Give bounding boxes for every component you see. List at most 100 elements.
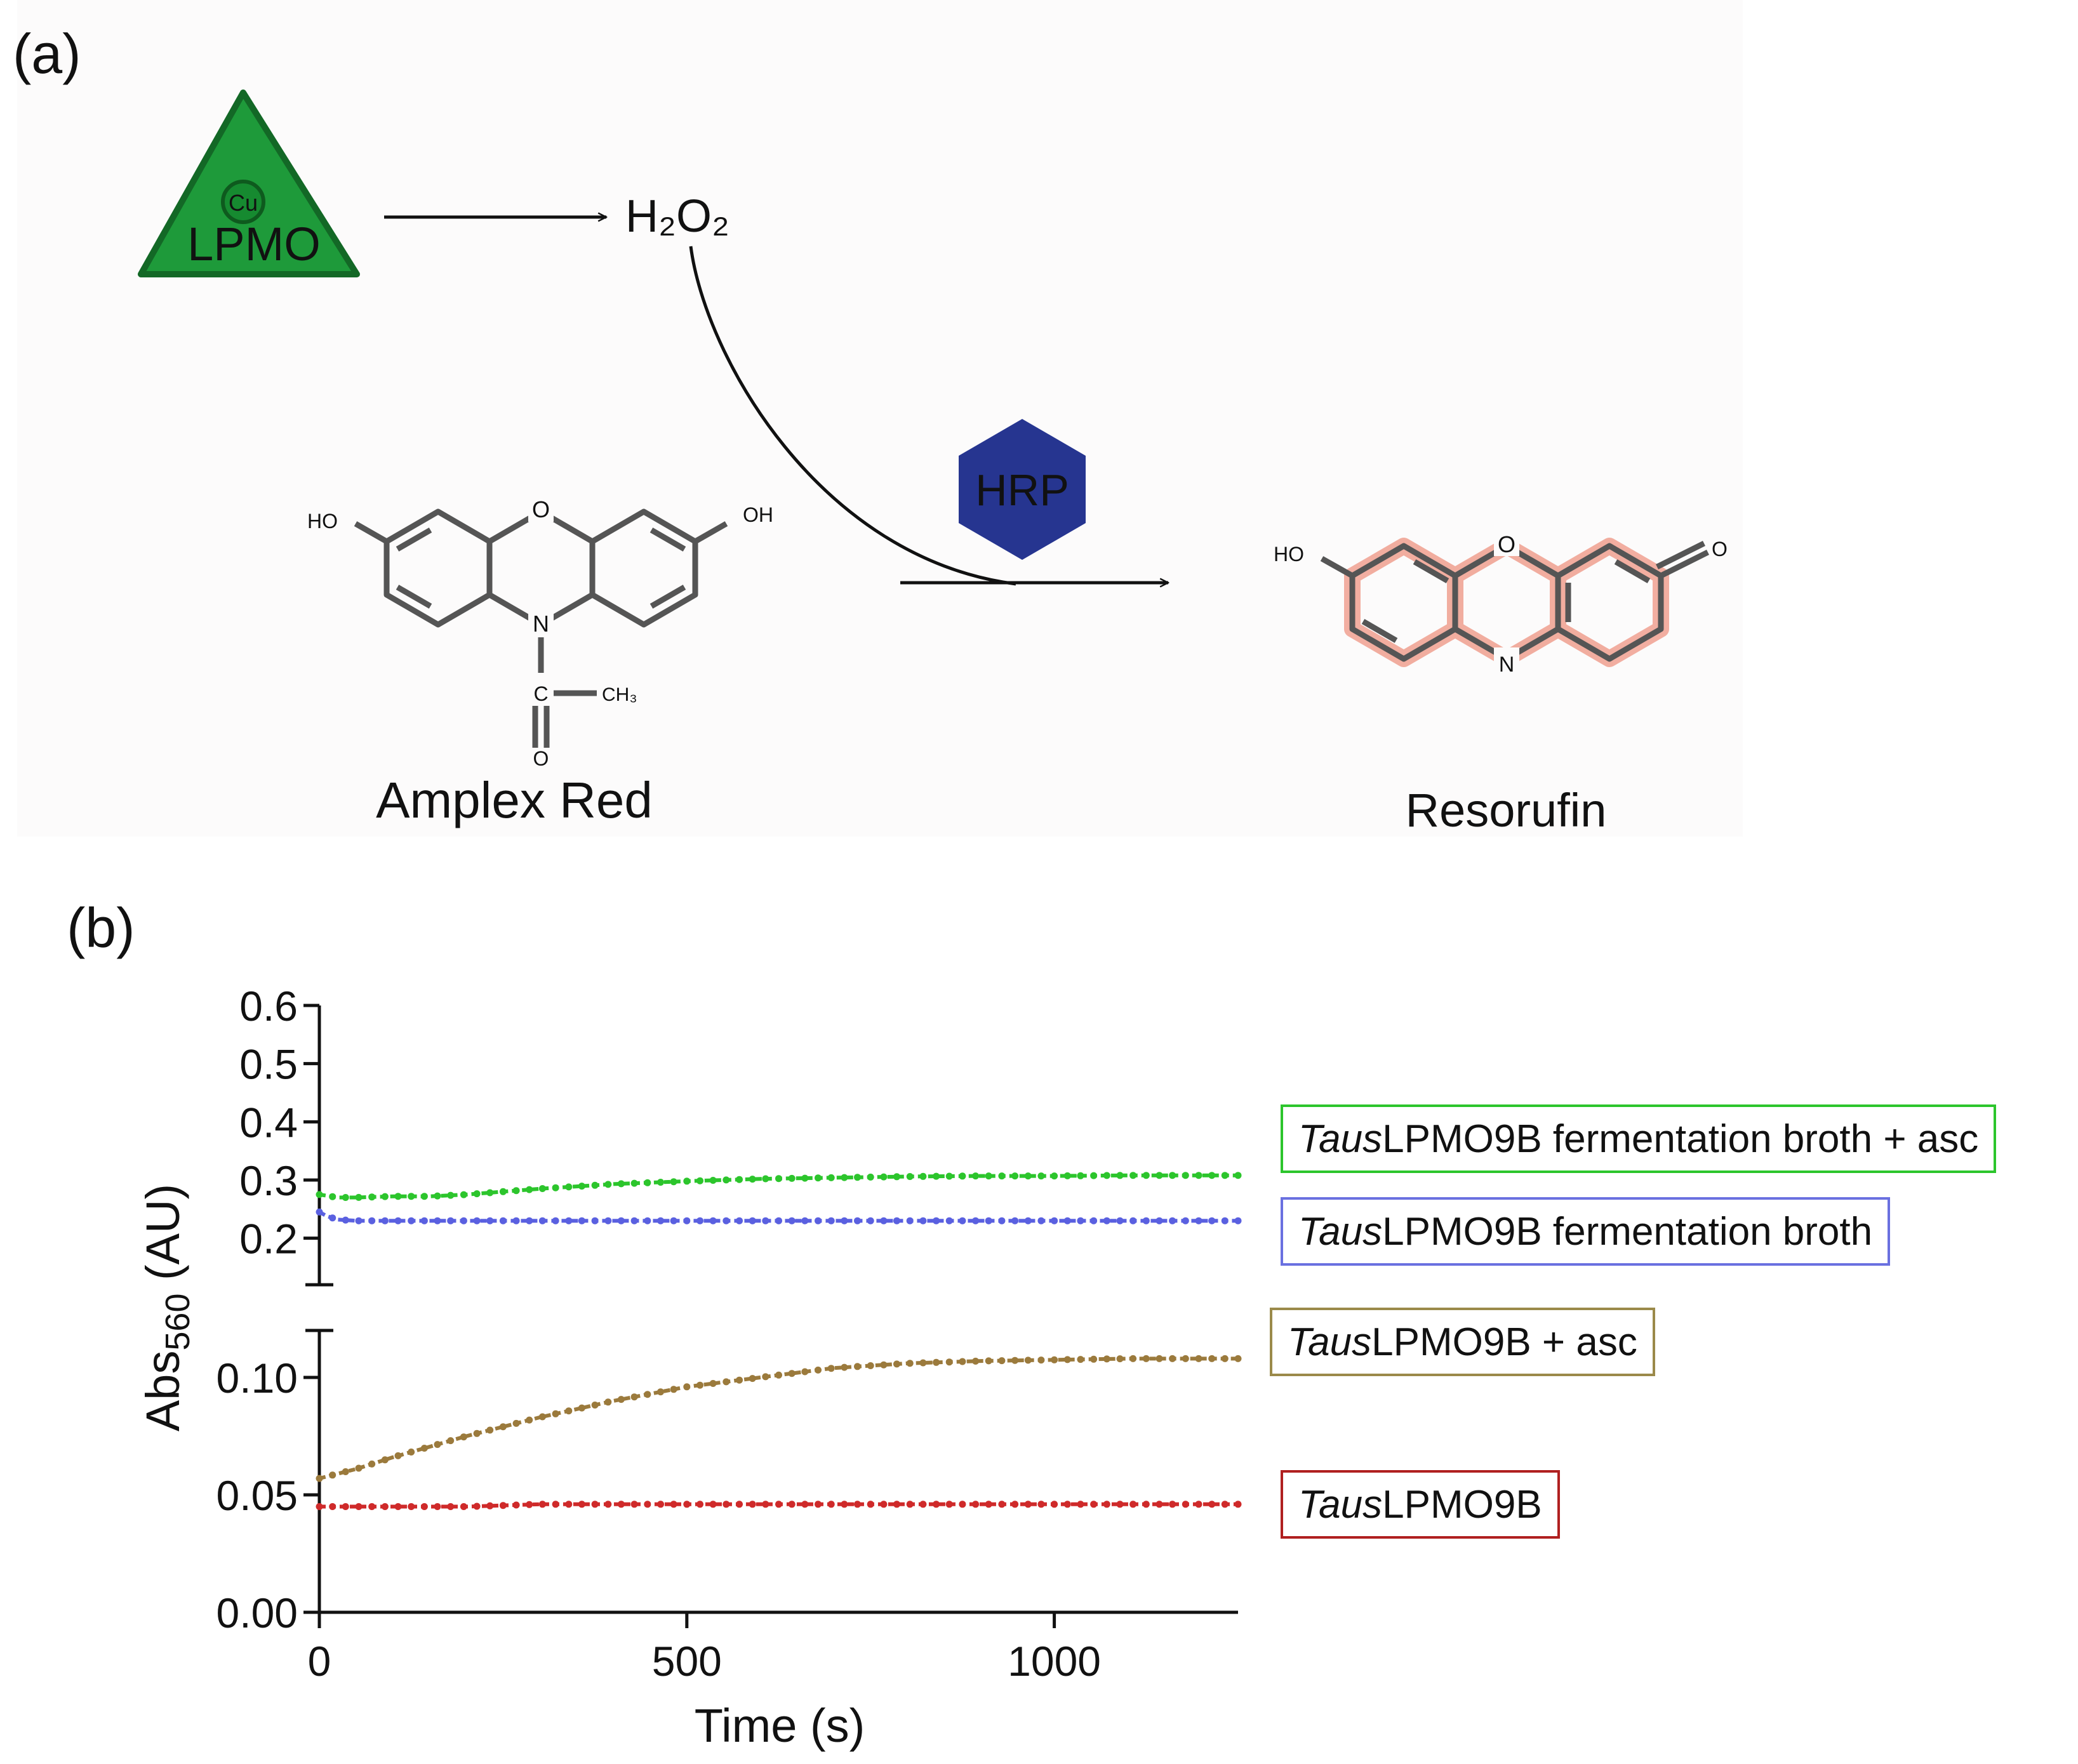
data-point (985, 1357, 992, 1365)
data-point (1063, 1172, 1071, 1179)
data-point (736, 1501, 743, 1508)
data-point (329, 1471, 336, 1479)
data-point (1221, 1355, 1229, 1362)
data-point (538, 1413, 546, 1421)
data-point (1051, 1356, 1058, 1363)
data-point (617, 1396, 625, 1403)
legend-asc-text: LPMO9B + asc (1371, 1320, 1637, 1364)
data-point (591, 1217, 599, 1224)
lpmo-label: LPMO (187, 218, 321, 270)
data-point (749, 1176, 756, 1183)
data-point (985, 1172, 992, 1180)
amplex-ch3: CH₃ (602, 684, 637, 705)
data-point (1169, 1217, 1176, 1224)
data-point (1024, 1217, 1032, 1224)
data-point (906, 1501, 914, 1508)
x-tick-label: 0 (308, 1638, 331, 1685)
data-point (959, 1358, 966, 1365)
data-point (591, 1402, 599, 1409)
data-point (657, 1388, 664, 1396)
data-point (1051, 1217, 1058, 1224)
data-point (1208, 1355, 1216, 1362)
data-point (460, 1191, 467, 1198)
data-point (854, 1174, 861, 1181)
legend-taus-italic: Taus (1298, 1482, 1383, 1527)
data-point (1090, 1172, 1098, 1179)
data-point (565, 1183, 573, 1191)
data-point (1103, 1172, 1110, 1179)
data-point (736, 1376, 743, 1384)
data-point (368, 1193, 376, 1201)
data-point (959, 1217, 966, 1224)
data-point (893, 1501, 900, 1508)
data-point (1103, 1501, 1110, 1508)
data-point (1195, 1501, 1202, 1508)
data-point (749, 1375, 756, 1383)
data-point (1156, 1172, 1163, 1179)
data-point (420, 1217, 428, 1224)
h2o2-curve-arrow (689, 246, 1016, 586)
data-point (854, 1363, 861, 1370)
data-point (867, 1217, 874, 1224)
series-0 (316, 1172, 1242, 1201)
data-point (394, 1217, 402, 1224)
data-point (644, 1179, 651, 1186)
data-point (998, 1357, 1006, 1365)
data-point (316, 1503, 323, 1510)
data-point (342, 1503, 349, 1510)
data-point (919, 1217, 927, 1224)
amplex-o-carbonyl: O (533, 747, 549, 770)
data-point (1116, 1217, 1124, 1224)
data-point (420, 1503, 428, 1510)
data-point (709, 1177, 717, 1184)
data-point (893, 1173, 900, 1181)
data-point (434, 1441, 441, 1449)
data-point (1195, 1217, 1202, 1224)
data-point (1077, 1356, 1084, 1363)
data-point (1129, 1217, 1137, 1224)
data-point (880, 1501, 888, 1508)
data-point (762, 1501, 769, 1508)
data-point (985, 1501, 992, 1508)
series-layer (316, 1172, 1242, 1510)
data-point (408, 1193, 415, 1200)
data-point (906, 1173, 914, 1180)
data-point (919, 1172, 927, 1180)
data-point (460, 1503, 467, 1510)
data-point (381, 1217, 389, 1224)
data-point (473, 1502, 481, 1510)
data-point (420, 1445, 428, 1452)
data-point (1103, 1355, 1110, 1363)
data-point (880, 1217, 888, 1224)
upper-y-axis: 0.60.50.40.30.2 (239, 983, 333, 1287)
data-point (775, 1217, 782, 1224)
legend-broth-italic: Taus (1298, 1209, 1383, 1254)
data-point (841, 1363, 848, 1371)
data-point (867, 1501, 874, 1508)
data-point (552, 1410, 559, 1417)
data-point (919, 1501, 927, 1508)
data-point (644, 1391, 651, 1398)
lpmo-triangle-icon: Cu LPMO (138, 90, 360, 277)
data-point (933, 1501, 940, 1508)
data-point (1182, 1217, 1189, 1224)
data-point (1116, 1172, 1124, 1179)
data-point (355, 1464, 363, 1472)
data-point (670, 1217, 677, 1224)
data-point (526, 1501, 533, 1508)
data-point (447, 1437, 455, 1445)
data-point (1156, 1355, 1163, 1362)
data-point (657, 1179, 664, 1186)
panel-a-label: (a) (13, 22, 81, 85)
data-point (972, 1172, 980, 1180)
series-1 (316, 1208, 1242, 1224)
data-point (565, 1407, 573, 1415)
amplex-o-ring: O (532, 496, 550, 522)
upper-y-tick-label: 0.2 (239, 1216, 298, 1263)
amplex-red-structure (354, 508, 728, 748)
data-point (933, 1358, 940, 1366)
amplex-c: C (533, 682, 548, 705)
